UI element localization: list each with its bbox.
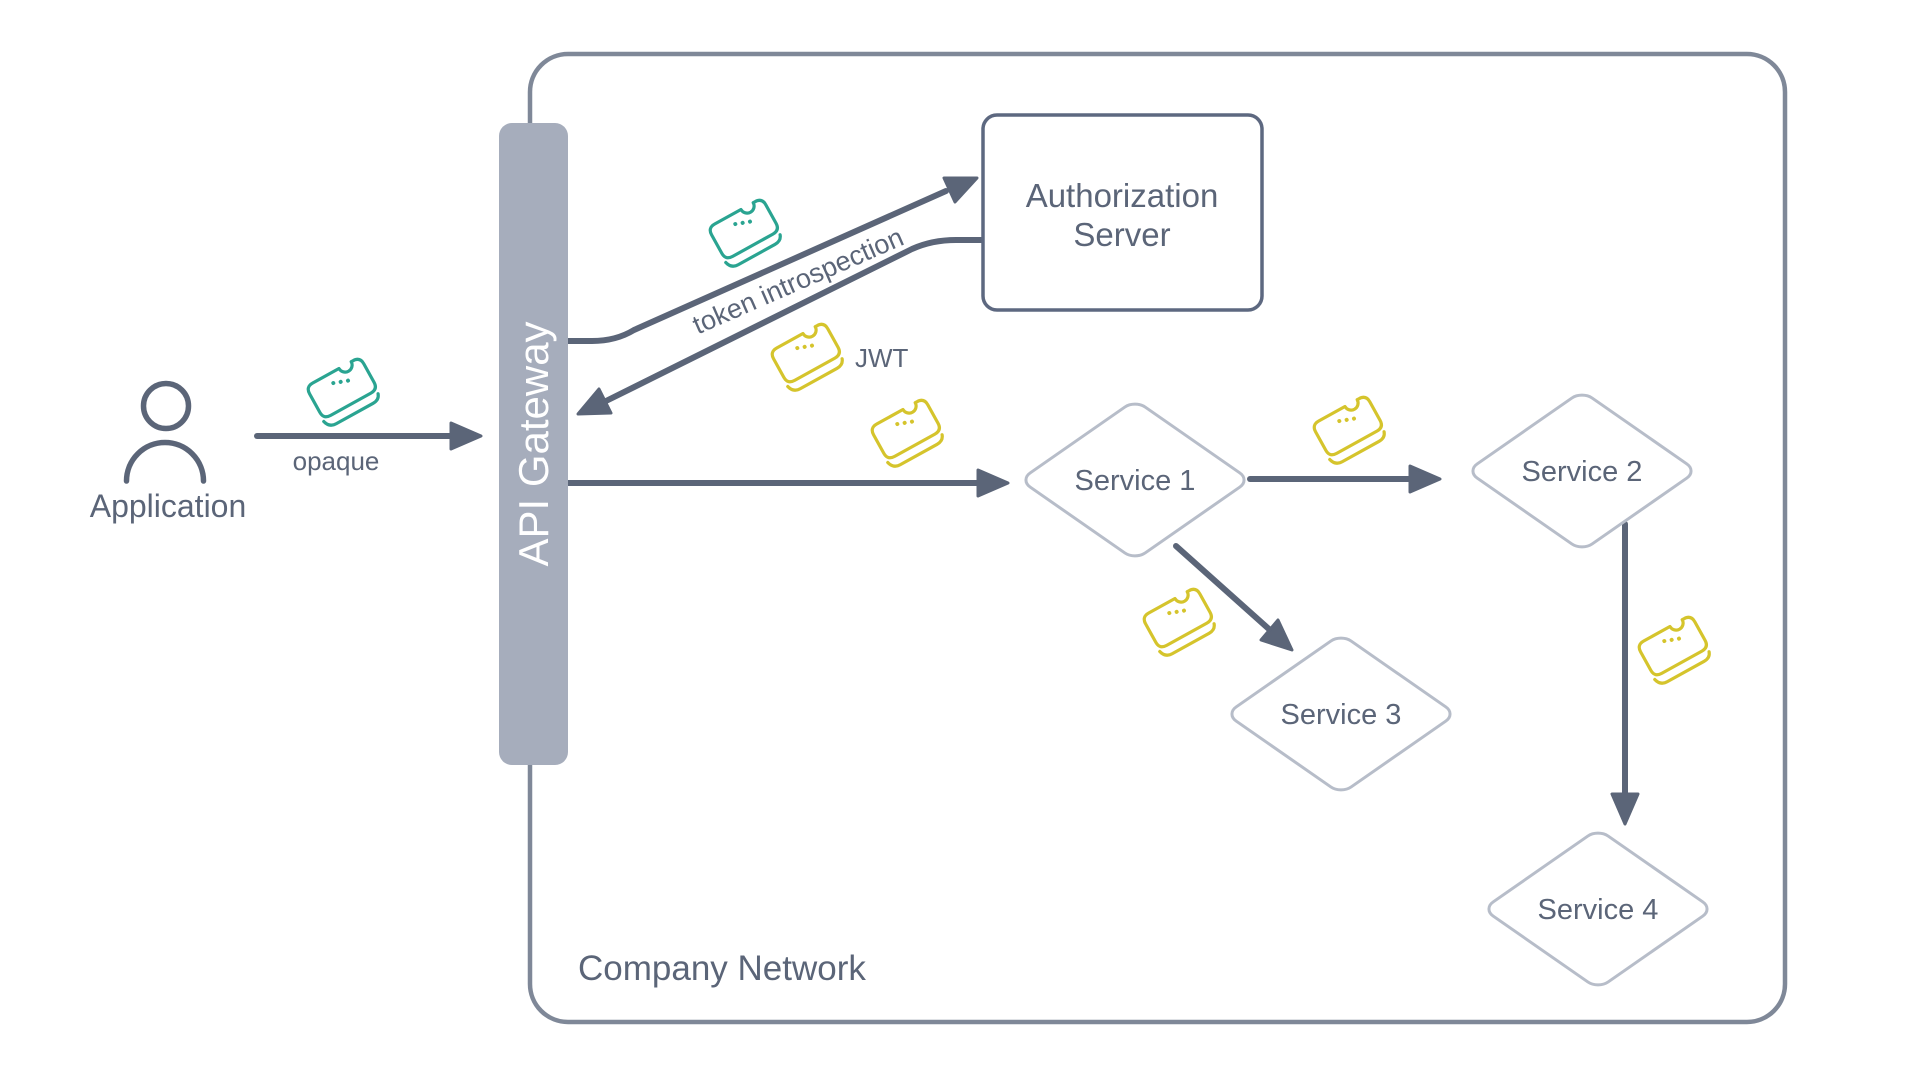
service1-service2-ticket-icon — [1309, 393, 1391, 469]
service-2-label: Service 2 — [1522, 456, 1643, 488]
edge-authserver-to-gateway — [601, 237, 986, 405]
service-4-node: Service 4 — [1483, 829, 1713, 989]
edge-gateway-to-service1-arrowhead — [976, 468, 1010, 498]
authorization-server-label-line2: Server — [1073, 216, 1170, 253]
api-gateway-node: API Gateway — [499, 123, 568, 765]
jwt-ticket-icon — [767, 320, 849, 396]
service-1-node: Service 1 — [1020, 400, 1250, 560]
jwt-label: JWT — [855, 343, 909, 373]
service-3-node: Service 3 — [1226, 634, 1456, 794]
token-introspection-label: token introspection — [688, 222, 908, 340]
service-4-label: Service 4 — [1538, 894, 1659, 926]
opaque-token-label: opaque — [293, 446, 380, 476]
edge-gateway-to-authserver-arrowhead — [942, 176, 979, 204]
edge-gateway-to-authserver — [565, 188, 949, 344]
edge-service1-to-service3 — [1173, 543, 1273, 633]
edge-service2-to-service4-arrowhead — [1610, 792, 1640, 826]
edge-authserver-to-gateway-arrowhead — [576, 387, 613, 416]
edge-service1-to-service3-arrowhead — [1259, 618, 1294, 652]
service-3-label: Service 3 — [1281, 699, 1402, 731]
gateway-service1-ticket-icon — [867, 396, 949, 472]
application-label: Application — [90, 488, 247, 524]
edge-service1-to-service2-arrowhead — [1408, 464, 1442, 494]
service1-service3-ticket-icon — [1139, 585, 1221, 661]
service-1-label: Service 1 — [1075, 465, 1196, 497]
user-icon — [123, 380, 207, 484]
edge-application-to-gateway-arrowhead — [449, 421, 483, 451]
introspection-ticket-icon — [705, 196, 787, 272]
service2-service4-ticket-icon — [1634, 613, 1716, 689]
authorization-server-label-line1: Authorization — [1026, 177, 1219, 214]
opaque-ticket-icon — [303, 355, 385, 431]
service-2-node: Service 2 — [1467, 391, 1697, 551]
api-gateway-label: API Gateway — [510, 321, 557, 566]
company-network-label: Company Network — [578, 949, 866, 988]
token-introspection-label-group: token introspection — [688, 222, 908, 340]
edges — [254, 176, 1640, 826]
authorization-server-node: Authorization Server — [981, 113, 1264, 312]
application-node: Application — [90, 380, 247, 524]
